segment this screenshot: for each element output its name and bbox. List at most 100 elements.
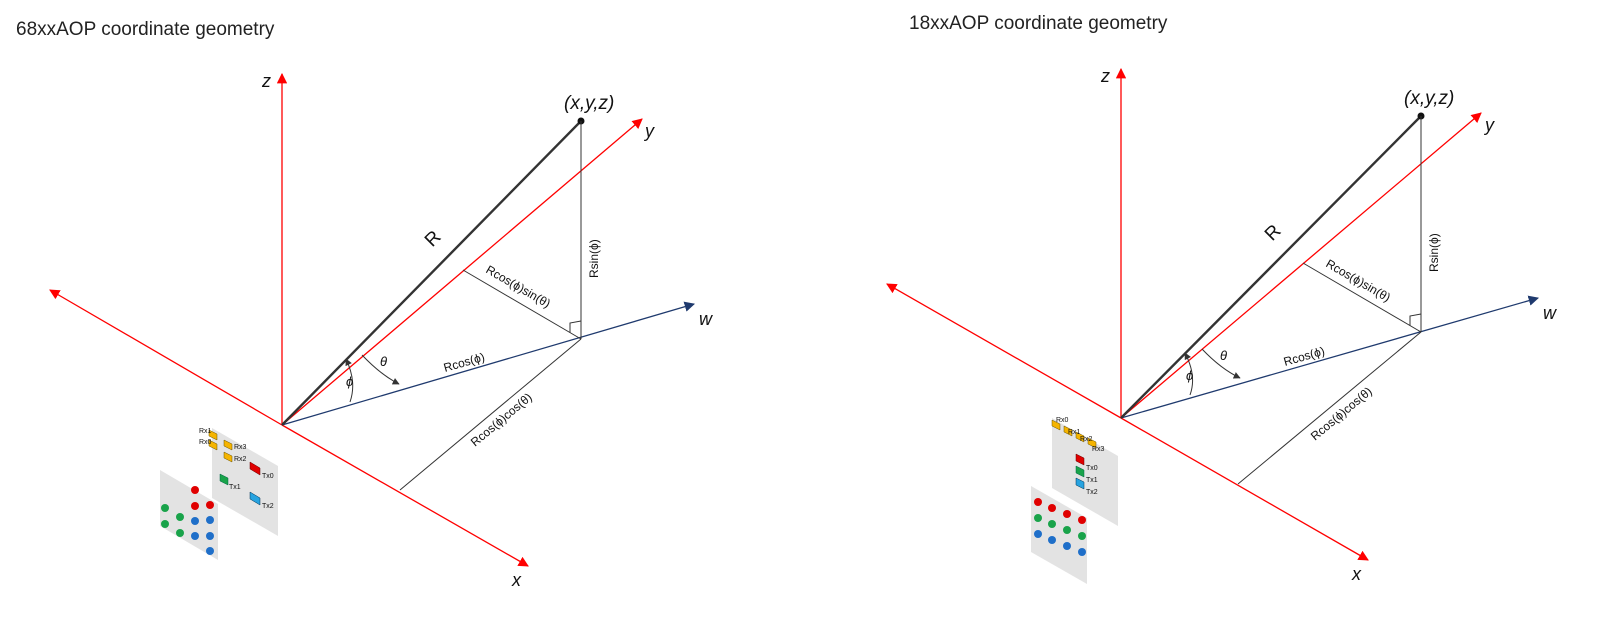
r-label: R xyxy=(1261,221,1286,246)
rx1-label: Rx1 xyxy=(199,428,212,435)
x-axis-label: x xyxy=(1351,564,1362,584)
rx0-antenna xyxy=(1051,419,1061,431)
rx3-label: Rx3 xyxy=(234,444,247,451)
x-axis xyxy=(281,424,529,567)
right-angle-mark xyxy=(569,320,582,333)
diagram-title: 68xxAOP coordinate geometry xyxy=(16,19,275,40)
rcos-cos-line xyxy=(1237,331,1422,485)
rx2-antenna xyxy=(223,451,233,463)
tx2-antenna xyxy=(1075,477,1085,490)
theta-label: θ xyxy=(380,354,387,369)
diagram-18xxaop: 18xxAOP coordinate geometry z y x w (x,y… xyxy=(886,13,1557,584)
dot xyxy=(161,504,169,512)
tx2-label: Tx2 xyxy=(1086,489,1098,496)
dot xyxy=(1048,536,1056,544)
tx1-antenna xyxy=(1075,465,1085,478)
phi-arc xyxy=(345,358,354,403)
y-axis-label: y xyxy=(1483,115,1495,135)
dot xyxy=(1034,514,1042,522)
dot xyxy=(191,502,199,510)
rx3-label: Rx3 xyxy=(1092,446,1105,453)
led-dots-board xyxy=(160,470,218,560)
dot xyxy=(1078,532,1086,540)
negative-x-axis xyxy=(886,283,1122,419)
dot xyxy=(1063,542,1071,550)
w-axis-label: w xyxy=(699,309,713,329)
dot xyxy=(161,520,169,528)
tx2-label: Tx2 xyxy=(262,503,274,510)
tx0-label: Tx0 xyxy=(1086,465,1098,472)
tx2-antenna xyxy=(249,491,261,506)
diagram-title: 18xxAOP coordinate geometry xyxy=(909,13,1168,34)
dot xyxy=(1034,498,1042,506)
tx0-antenna xyxy=(249,461,261,476)
rcos-cos-line xyxy=(399,338,582,491)
antenna-board: Rx1 Rx0 Rx3 Rx2 Tx0 Tx1 Tx2 xyxy=(199,428,278,536)
rx1-antenna xyxy=(1063,425,1073,437)
tx1-label: Tx1 xyxy=(229,484,241,491)
right-angle-mark xyxy=(1409,313,1422,326)
rx1-label: Rx1 xyxy=(1068,429,1081,436)
w-axis xyxy=(1120,295,1539,419)
rx1-antenna xyxy=(208,429,218,441)
point-label: (x,y,z) xyxy=(1404,88,1454,109)
w-axis xyxy=(281,301,695,426)
tx0-label: Tx0 xyxy=(262,473,274,480)
dot xyxy=(206,532,214,540)
dot xyxy=(191,486,199,494)
r-vector xyxy=(281,120,582,426)
dot xyxy=(206,501,214,509)
rcos-sin-label: Rcos(ϕ)sin(θ) xyxy=(484,262,553,310)
y-axis-label: y xyxy=(643,121,655,141)
dot xyxy=(1048,520,1056,528)
dot xyxy=(1078,516,1086,524)
dots-board-plate xyxy=(1031,486,1087,584)
r-vector xyxy=(1120,115,1422,419)
rcos-cos-label: Rcos(ϕ)cos(θ) xyxy=(1308,384,1375,443)
dot xyxy=(1034,530,1042,538)
rx0-antenna xyxy=(208,439,218,451)
dot xyxy=(191,517,199,525)
theta-arc xyxy=(361,354,400,385)
dot xyxy=(206,516,214,524)
diagram-68xxaop: 68xxAOP coordinate geometry z y x w (x,y… xyxy=(16,19,713,590)
dots-board-plate xyxy=(160,470,218,560)
dot xyxy=(1078,548,1086,556)
rx3-antenna xyxy=(1087,437,1097,449)
panel-68xxaop: 68xxAOP coordinate geometry z y x w (x,y… xyxy=(16,19,713,590)
rsin-label: Rsin(ϕ) xyxy=(1427,233,1441,272)
point-label: (x,y,z) xyxy=(564,93,614,114)
dot xyxy=(1048,504,1056,512)
x-axis-label: x xyxy=(511,570,522,590)
z-axis-label: z xyxy=(1100,66,1110,86)
dot xyxy=(176,513,184,521)
phi-label: ϕ xyxy=(346,374,353,389)
x-axis xyxy=(1120,417,1369,561)
dot xyxy=(191,532,199,540)
antenna-board: Rx0 Rx1 Rx2 Rx3 Tx0 Tx1 Tx2 xyxy=(1051,417,1118,526)
tx1-antenna xyxy=(219,473,229,486)
dot xyxy=(1063,510,1071,518)
panel-18xxaop: 18xxAOP coordinate geometry z y x w (x,y… xyxy=(812,0,1624,619)
phi-arc xyxy=(1184,352,1194,396)
phi-label: ϕ xyxy=(1186,368,1193,383)
r-label: R xyxy=(421,227,446,252)
rx2-antenna xyxy=(1075,431,1085,443)
negative-x-axis xyxy=(49,289,283,426)
rsin-label: Rsin(ϕ) xyxy=(587,239,601,278)
rcos-sin-line xyxy=(1302,262,1422,333)
rx0-label: Rx0 xyxy=(199,439,212,446)
theta-label: θ xyxy=(1220,348,1227,363)
tx1-label: Tx1 xyxy=(1086,477,1098,484)
rx0-label: Rx0 xyxy=(1056,417,1069,424)
w-axis-label: w xyxy=(1543,303,1557,323)
dot xyxy=(206,547,214,555)
tx0-antenna xyxy=(1075,453,1085,466)
dot xyxy=(1063,526,1071,534)
rx2-label: Rx2 xyxy=(1080,436,1093,443)
antenna-board-plate xyxy=(1052,418,1118,526)
theta-arc xyxy=(1201,348,1241,379)
rcos-sin-line xyxy=(462,269,582,340)
y-axis xyxy=(281,118,643,426)
rcos-cos-label: Rcos(ϕ)cos(θ) xyxy=(468,390,535,449)
